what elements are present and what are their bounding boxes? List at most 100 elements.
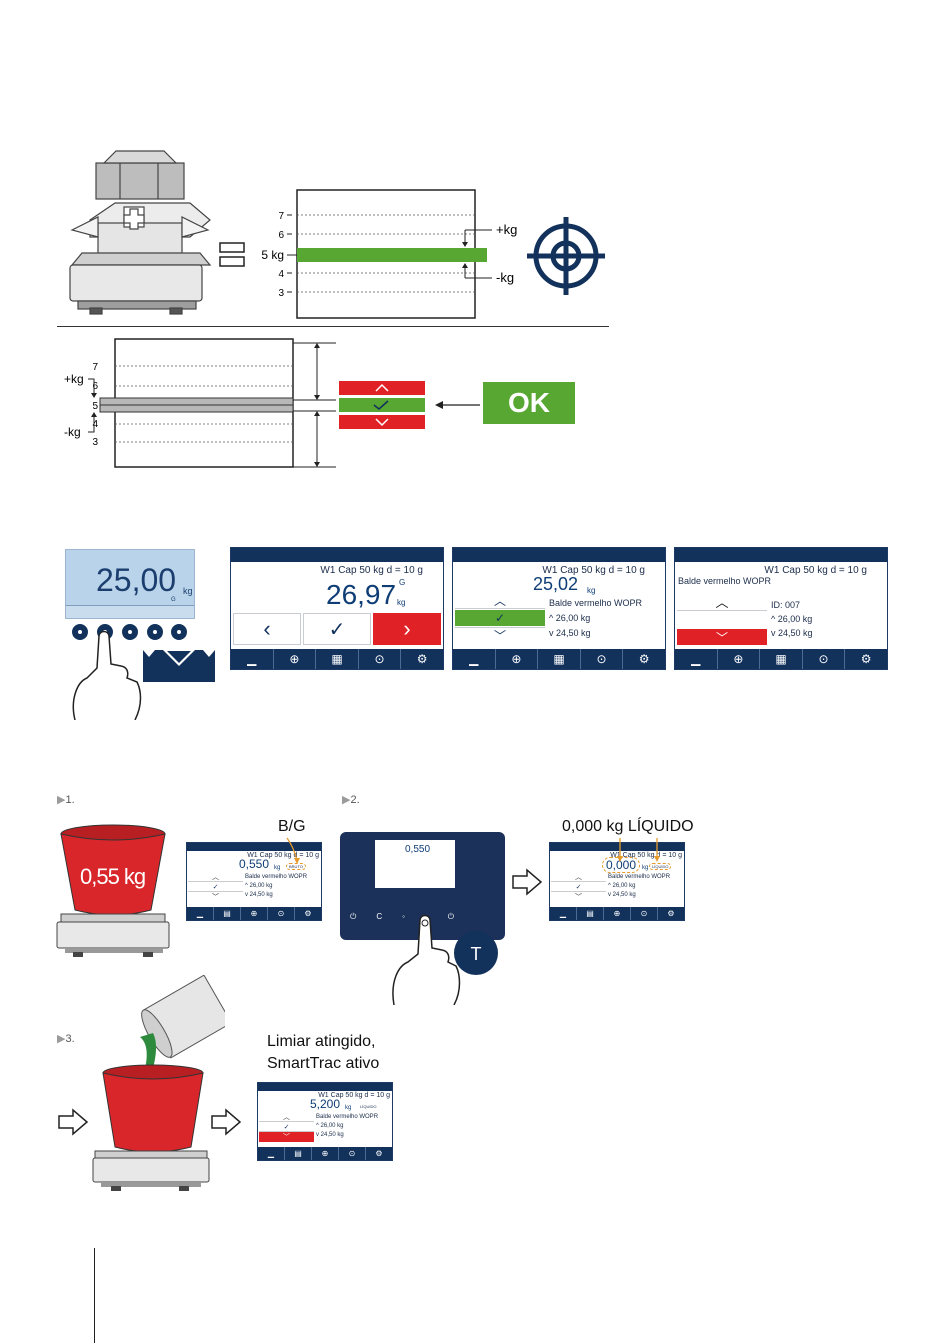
- step3-callout-line2: SmartTrac ativo: [267, 1055, 380, 1072]
- screen1-confirm-button[interactable]: ✓: [303, 613, 371, 645]
- small-display-sub: G: [171, 597, 176, 603]
- tare-icon[interactable]: ▁: [231, 649, 274, 669]
- mark-7b: 7: [92, 362, 98, 373]
- step2-marker: ▶2.: [342, 794, 360, 806]
- svg-text:T: T: [471, 944, 482, 964]
- mark-4: 4: [278, 269, 284, 280]
- screen1-value: 26,97: [326, 579, 397, 610]
- step3-callout-line1: Limiar atingido,: [267, 1033, 376, 1050]
- mark-6: 6: [278, 230, 284, 241]
- tolerance-diagram: 7 6 5 4 3 +kg -kg: [64, 338, 480, 468]
- crosshair-icon[interactable]: ⊕: [718, 649, 761, 669]
- chevron-left-icon: ‹: [263, 616, 271, 641]
- mark-5b: 5: [92, 401, 98, 412]
- calendar-icon[interactable]: ▦: [316, 649, 359, 669]
- tare-icon[interactable]: ▁: [675, 649, 718, 669]
- small-display: 25,00 kg G: [65, 549, 195, 619]
- below-indicator: [339, 415, 425, 429]
- screen1-header: W1 Cap 50 kg d = 10 g: [320, 565, 423, 576]
- tare-key-icon: [454, 931, 498, 975]
- crosshair-icon[interactable]: ⊕: [496, 649, 539, 669]
- keypad-hand-illustration: [72, 624, 215, 720]
- screen1-mark: G: [399, 578, 406, 587]
- step1-callout: B/G: [278, 818, 306, 835]
- chevron-down-icon: ﹀: [715, 630, 728, 645]
- info-icon[interactable]: ⊙: [581, 649, 624, 669]
- screen2-upper: 26,00 kg: [555, 613, 591, 623]
- screen2-ok-button[interactable]: ✓: [455, 610, 545, 626]
- divider: [57, 326, 609, 327]
- screen2-up-button[interactable]: ︿: [455, 593, 545, 609]
- screen3-up-button[interactable]: ︿: [677, 593, 767, 611]
- screen1-back-button[interactable]: ‹: [233, 613, 301, 645]
- bucket-on-scale-1: [56, 824, 170, 957]
- screen2-lower: 24,50 kg: [556, 628, 591, 638]
- step3-marker: ▶3.: [57, 1033, 75, 1045]
- step1-marker: ▶1.: [57, 794, 75, 806]
- mark-7: 7: [278, 211, 284, 222]
- bucket-weight-label: 0,55 kg: [80, 864, 146, 889]
- ok-badge: OK: [483, 382, 575, 424]
- arrow-right-icon: [58, 1108, 89, 1136]
- calendar-icon[interactable]: ▦: [760, 649, 803, 669]
- settings-icon[interactable]: ⚙: [860, 652, 872, 666]
- mark-4b: 4: [92, 419, 98, 430]
- screen3-down-button[interactable]: ﹀: [677, 629, 767, 645]
- plus-kg-label: +kg: [496, 222, 517, 237]
- small-display-unit: kg: [183, 586, 193, 596]
- info-icon[interactable]: ⊙: [359, 649, 402, 669]
- tare-icon[interactable]: ▁: [453, 649, 496, 669]
- target-band: [297, 248, 487, 262]
- small-display-value: 25,00: [96, 562, 177, 598]
- margin-rule: [94, 1248, 95, 1343]
- screen2-value: 25,02: [533, 574, 579, 594]
- minus-kg-label-b: -kg: [64, 425, 81, 439]
- arrow-right-icon: [512, 868, 543, 896]
- screen3-id: ID: 007: [771, 600, 801, 610]
- step3-screen: W1 Cap 50 kg d = 10 g 5,200 kg LÍQUIDO B…: [257, 1082, 393, 1161]
- calendar-icon[interactable]: ▦: [538, 649, 581, 669]
- hand-tare-illustration: T: [392, 914, 498, 1005]
- mark-3b: 3: [92, 437, 98, 448]
- screen2-unit: kg: [587, 586, 596, 595]
- screen3-lower: 24,50 kg: [778, 628, 813, 638]
- net-indicator: LÍQUIDO: [649, 863, 672, 870]
- arrow-right-icon: [211, 1108, 242, 1136]
- mark-6b: 6: [92, 381, 98, 392]
- terminal-screen-1: W1 Cap 50 kg d = 10 g 26,97 kg G ‹ ✓ › ▁…: [230, 547, 444, 670]
- chevron-up-icon: ︿: [493, 594, 506, 608]
- screen2-down-button[interactable]: ﹀: [455, 627, 545, 643]
- plus-kg-label-b: +kg: [64, 372, 84, 386]
- step2-screen: W1 Cap 50 kg d = 10 g 0,000 kg LÍQUIDO B…: [549, 842, 685, 921]
- box-illustration: [69, 150, 212, 315]
- crosshair-target-icon: [527, 217, 605, 295]
- info-icon[interactable]: ⊙: [803, 649, 846, 669]
- mark-5kg: 5 kg: [261, 248, 284, 262]
- gross-indicator: BRUTO: [286, 863, 306, 870]
- screen1-next-button[interactable]: ›: [373, 613, 441, 645]
- step2-callout: 0,000 kg LÍQUIDO: [562, 818, 694, 835]
- screen2-header: W1 Cap 50 kg d = 10 g: [542, 565, 645, 576]
- crosshair-icon[interactable]: ⊕: [274, 649, 317, 669]
- terminal-screen-2: W1 Cap 50 kg d = 10 g 25,02 kg ︿ ✓ ﹀ Bal…: [452, 547, 666, 670]
- screen3-title: Balde vermelho WOPR: [678, 576, 772, 586]
- screen2-item: Balde vermelho WOPR: [549, 598, 643, 608]
- within-indicator: [339, 398, 425, 412]
- chevron-down-icon: ﹀: [493, 629, 506, 643]
- above-indicator: [339, 381, 425, 395]
- chevron-up-icon: ︿: [715, 595, 729, 610]
- equals-icon: [219, 242, 245, 267]
- settings-icon[interactable]: ⚙: [416, 652, 428, 666]
- minus-kg-label: -kg: [496, 270, 514, 285]
- screen3-header: W1 Cap 50 kg d = 10 g: [764, 565, 867, 576]
- check-icon: ✓: [494, 611, 506, 625]
- chevron-right-icon: ›: [403, 616, 411, 641]
- step1-screen: W1 Cap 50 kg d = 10 g 0,550 kg BRUTO Bal…: [186, 842, 322, 921]
- pouring-illustration: [92, 975, 225, 1191]
- check-icon: ✓: [328, 618, 346, 641]
- terminal-screen-3: W1 Cap 50 kg d = 10 g Balde vermelho WOP…: [674, 547, 888, 670]
- screen1-unit: kg: [397, 598, 406, 607]
- mark-3: 3: [278, 288, 284, 299]
- settings-icon[interactable]: ⚙: [638, 652, 650, 666]
- target-weight-diagram: 7 6 5 kg 4 3 +kg -kg: [69, 150, 605, 319]
